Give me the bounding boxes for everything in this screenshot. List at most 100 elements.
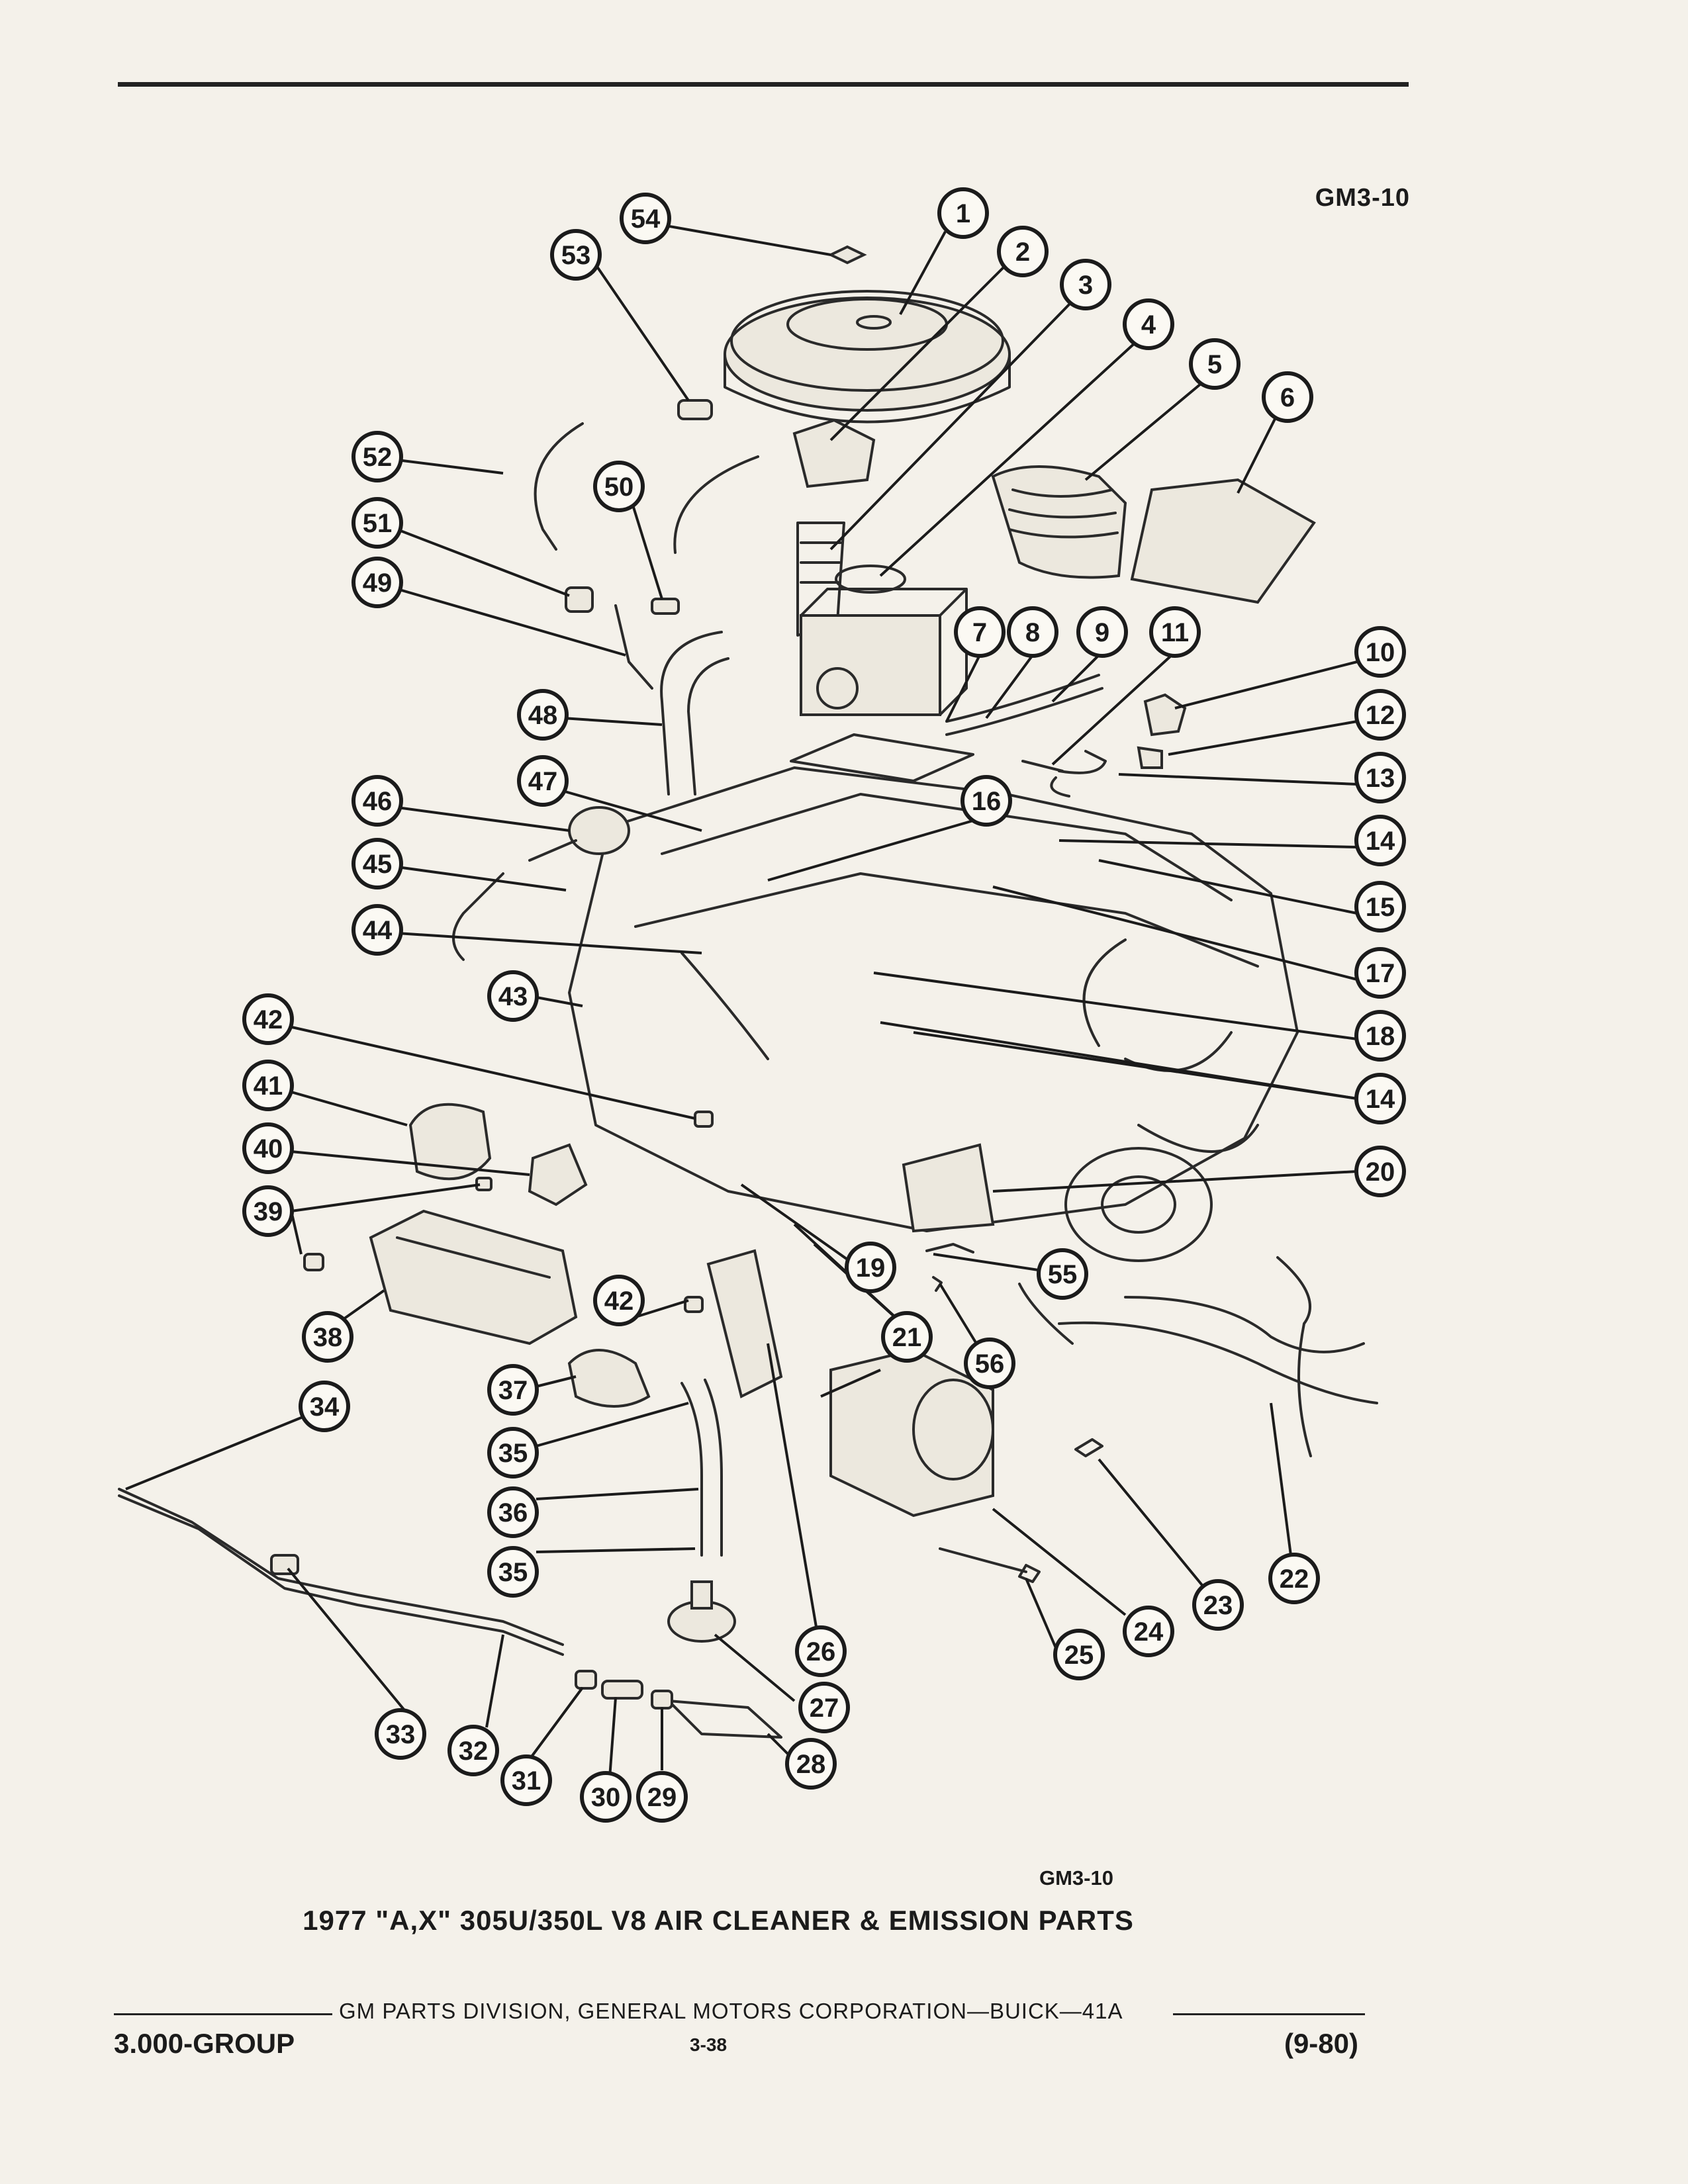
svg-text:51: 51 [363,509,393,538]
hot-air-pipe [660,631,729,796]
air-cleaner-hose [673,455,759,554]
svg-text:10: 10 [1366,638,1395,667]
figure-id-bottom: GM3-10 [1039,1866,1113,1889]
callout-44: 44 [352,904,403,956]
callout-9: 9 [1076,606,1128,658]
callout-46: 46 [352,775,403,827]
figure-id-top: GM3-10 [1315,184,1410,212]
footer-page-number: 3-38 [690,2034,727,2055]
air-tube-upper [118,1488,564,1646]
callout-51: 51 [352,497,403,549]
callout-42-lower: 42 [593,1275,645,1326]
long-bolt [939,1547,1041,1583]
svg-text:42: 42 [254,1005,283,1034]
callout-32: 32 [447,1725,499,1776]
callout-14-lower: 14 [1354,1073,1406,1124]
svg-text:17: 17 [1366,959,1395,988]
svg-text:38: 38 [313,1323,343,1352]
svg-text:42: 42 [604,1287,634,1316]
svg-text:52: 52 [363,443,393,472]
vacuum-motor [792,418,876,488]
callout-34: 34 [299,1381,350,1432]
svg-text:9: 9 [1095,618,1109,647]
callout-30: 30 [580,1771,632,1823]
svg-text:26: 26 [806,1637,836,1666]
svg-text:50: 50 [604,473,634,502]
part-drawings [118,245,1378,1739]
vacuum-harness [1018,1256,1378,1457]
callout-33: 33 [375,1708,426,1760]
svg-text:22: 22 [1280,1565,1309,1594]
svg-text:34: 34 [310,1392,340,1422]
duct-adapter [1130,478,1316,604]
callout-39: 39 [242,1185,294,1237]
callout-47: 47 [517,755,569,807]
svg-text:13: 13 [1366,764,1395,793]
svg-text:23: 23 [1203,1591,1233,1620]
callout-48: 48 [517,689,569,741]
callout-5: 5 [1189,338,1241,390]
delay-valve [452,806,630,961]
svg-text:46: 46 [363,787,393,816]
hose-clamp [651,1690,673,1709]
svg-text:5: 5 [1207,350,1222,379]
callout-21: 21 [881,1311,933,1363]
callout-29: 29 [636,1771,688,1823]
svg-text:47: 47 [528,767,558,796]
callout-12: 12 [1354,689,1406,741]
short-hose [1021,760,1064,772]
svg-text:14: 14 [1366,827,1395,856]
callout-40: 40 [242,1122,294,1174]
callout-49: 49 [352,557,403,608]
footer-rule-left [114,2013,332,2015]
callout-19: 19 [845,1242,896,1293]
callout-26: 26 [795,1625,847,1677]
svg-text:14: 14 [1366,1085,1395,1114]
bent-hose [1050,750,1107,797]
callout-36: 36 [487,1486,539,1538]
small-screw [932,1276,943,1292]
stud-upper [694,1111,714,1128]
svg-text:39: 39 [254,1197,283,1226]
svg-text:45: 45 [363,850,393,879]
callout-38: 38 [302,1311,353,1363]
footer-rule-right [1173,2013,1365,2015]
callout-52: 52 [352,431,403,482]
svg-text:40: 40 [254,1134,283,1163]
wing-nut [827,245,867,265]
pump-bolt [1074,1438,1103,1457]
svg-text:37: 37 [498,1376,528,1405]
callout-13: 13 [1354,752,1406,803]
svg-text:3: 3 [1078,271,1093,300]
callout-27: 27 [798,1682,850,1733]
callout-56: 56 [964,1338,1015,1389]
callout-53: 53 [550,229,602,281]
svg-text:16: 16 [972,787,1002,816]
svg-text:11: 11 [1161,618,1189,647]
svg-text:33: 33 [386,1720,416,1749]
svg-text:44: 44 [363,916,393,945]
callout-7: 7 [954,606,1006,658]
callout-42-upper: 42 [242,993,294,1045]
callout-10: 10 [1354,626,1406,678]
air-check-valve [567,1349,651,1408]
screw-small [303,1253,324,1271]
tube-nut [270,1554,299,1575]
hose-connector [651,598,680,615]
air-injection-pipe [680,1379,723,1557]
callout-35-lower: 35 [487,1546,539,1598]
svg-text:55: 55 [1048,1260,1078,1289]
svg-text:43: 43 [498,982,528,1011]
svg-text:6: 6 [1280,383,1295,412]
svg-text:19: 19 [856,1253,886,1283]
callout-20: 20 [1354,1146,1406,1197]
svg-text:54: 54 [631,205,661,234]
callout-24: 24 [1123,1606,1174,1657]
footer-group: 3.000-GROUP [114,2028,295,2059]
air-tube [118,1494,564,1656]
callout-3: 3 [1060,259,1111,310]
svg-text:48: 48 [528,701,558,730]
svg-text:8: 8 [1025,618,1040,647]
svg-text:35: 35 [498,1558,528,1587]
callout-11: 11 [1149,606,1201,658]
